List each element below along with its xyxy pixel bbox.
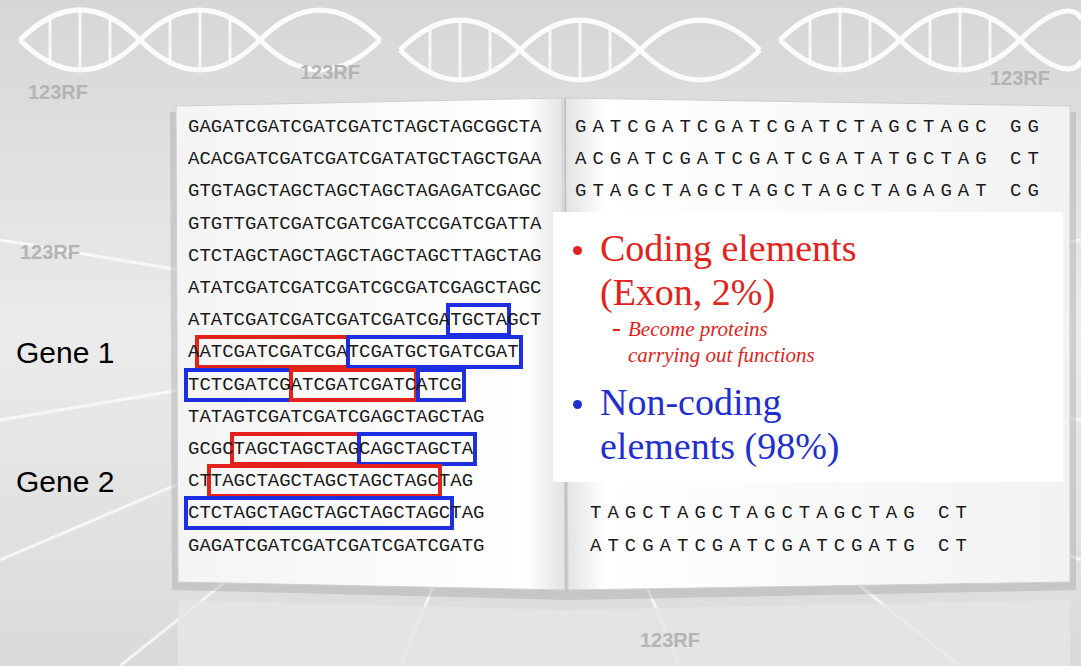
bullet-heading: Non-coding elements (98%): [600, 380, 910, 468]
dna-sequence-line: CTCTAGCTAGCTAGCTAGCTAGCTTAGCTAG: [188, 244, 541, 268]
watermark: 123RF: [640, 628, 700, 652]
watermark: 123RF: [20, 240, 80, 264]
dna-sequence-line: GTAGCTAGCTAGCTAGCTAGAGAT CG: [575, 179, 1045, 203]
text-panel: Coding elements (Exon, 2%)Become protein…: [553, 212, 1063, 482]
bullet-heading: Coding elements (Exon, 2%): [600, 226, 910, 314]
dna-sequence-line: TAGCTAGCTAGCTAGCTAG CT: [590, 501, 973, 525]
dna-sequence-line: GAGATCGATCGATCGATCTAGCTAGCGGCTA: [188, 115, 541, 139]
dna-sequence-line: ACGATCGATCGATCGATATGCTAG CT: [575, 147, 1045, 171]
dna-sequence-line: TCTCGATCGATCGATCGATCATCG: [188, 373, 462, 397]
bullet-row: Coding elements (Exon, 2%): [573, 226, 1047, 314]
dna-sequence-line: GTGTTGATCGATCGATCGATCCGATCGATTA: [188, 212, 541, 236]
bullet-dot: [573, 400, 582, 409]
dna-sequence-line: GAGATCGATCGATCGATCGATCGATG: [188, 534, 484, 558]
dna-sequence-line: AATCGATCGATCGATCGATGCTGATCGAT: [188, 340, 519, 364]
watermark: 123RF: [990, 66, 1050, 90]
sequence-highlights: [186, 305, 521, 528]
watermark: 123RF: [300, 60, 360, 84]
dna-sequence-line: GCGCTAGCTAGCTAGCAGCTAGCTA: [188, 437, 473, 461]
dna-sequence-line: ATATCGATCGATCGATCGATCGATGCTAGCT: [188, 308, 541, 332]
dna-sequence-line: ATATCGATCGATCGATCGCGATCGAGCTAGC: [188, 276, 541, 300]
bullet-dot: [573, 246, 582, 255]
gene-label: Gene 2: [16, 464, 114, 500]
dna-sequence-line: CTTAGCTAGCTAGCTAGCTAGCTAG: [188, 469, 473, 493]
bullet-row: Non-coding elements (98%): [573, 380, 1047, 468]
dna-sequence-line: GTGTAGCTAGCTAGCTAGCTAGAGATCGAGC: [188, 179, 541, 203]
dna-sequence-line: ACACGATCGATCGATCGATATGCTAGCTGAA: [188, 147, 541, 171]
dna-sequence-line: CTCTAGCTAGCTAGCTAGCTAGCTAG: [188, 501, 484, 525]
dna-sequence-line: ATCGATCGATCGATCGATG CT: [590, 534, 973, 558]
dna-sequence-line: GATCGATCGATCGATCTAGCTAGC GG: [575, 115, 1045, 139]
gene-label: Gene 1: [16, 335, 114, 371]
bullet-subitem: Become proteins carrying out functions: [628, 316, 833, 368]
watermark: 123RF: [28, 80, 88, 104]
bullet-row: Become proteins carrying out functions: [573, 316, 1047, 368]
bullet-dash: [613, 329, 620, 331]
dna-sequence-line: TATAGTCGATCGATCGAGCTAGCTAG: [188, 405, 484, 429]
